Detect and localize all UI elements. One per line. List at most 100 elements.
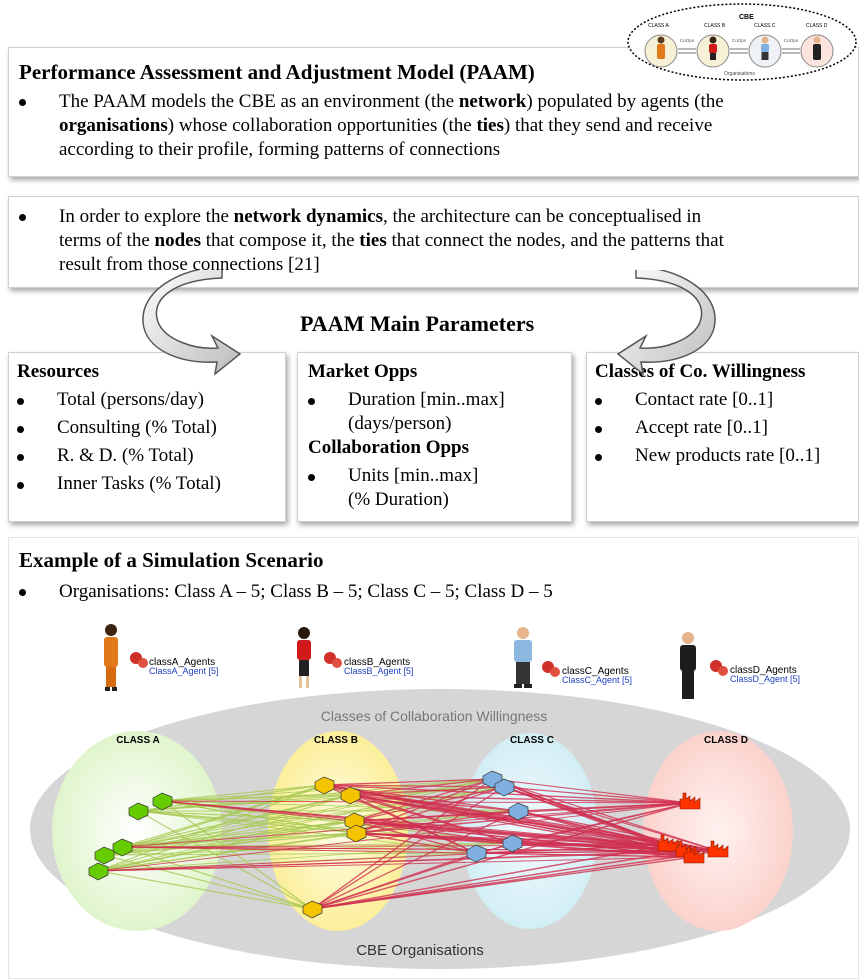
tie-line (475, 852, 695, 858)
svg-text:classD_Agents: classD_Agents (730, 665, 797, 676)
tie-line (475, 844, 669, 854)
network-text: , the architecture can be conceptualised… (383, 206, 702, 227)
svg-text:classC_Agents: classC_Agents (562, 666, 629, 677)
tie-line (491, 778, 691, 804)
tie-line (311, 778, 493, 910)
tie-line (137, 810, 313, 910)
class-b-node (344, 812, 365, 831)
class-c-node (508, 802, 529, 821)
svg-text:ClassA_Agent [5]: ClassA_Agent [5] (149, 666, 219, 676)
network-box: In order to explore the network dynamics… (8, 196, 859, 288)
classes-box: Classes of Co. Willingness Contact rate … (586, 352, 859, 522)
tie-line (517, 802, 691, 812)
network-text: that connect the nodes, and the patterns… (386, 230, 724, 251)
collab-heading: Collaboration Opps (308, 437, 470, 458)
agent-label-d: classD_Agents ClassD_Agent [5] (710, 660, 800, 684)
inset-organisations: Organisations (724, 71, 755, 77)
svg-text:classB_Agents: classB_Agents (344, 657, 410, 668)
nodes-layer (88, 770, 729, 919)
network-text: terms of the (59, 230, 155, 251)
inset-person-a (644, 34, 678, 68)
inset-person-c (748, 34, 782, 68)
agent-figure-d (680, 632, 696, 699)
resources-heading: Resources (17, 361, 99, 382)
tie-line (103, 854, 313, 910)
classes-heading: Classes of Co. Willingness (595, 361, 806, 382)
tie-line (97, 778, 493, 872)
tie-line (161, 784, 325, 802)
tie-line (121, 846, 313, 910)
class-c-node (466, 844, 487, 863)
agent-figure-b (297, 627, 311, 688)
ties-layer (97, 778, 719, 910)
tie-line (503, 786, 719, 852)
class-a-node (94, 846, 115, 865)
class-a-node (128, 802, 149, 821)
svg-text:ClassD_Agent [5]: ClassD_Agent [5] (730, 674, 800, 684)
market-heading: Market Opps (308, 361, 418, 382)
tie-line (121, 820, 355, 848)
agent-label-a: classA_Agents ClassA_Agent [5] (130, 652, 219, 676)
tie-line (311, 850, 719, 910)
scenario-title: Example of a Simulation Scenario (19, 548, 324, 572)
inset-person-d (800, 34, 834, 68)
tie-line (97, 794, 351, 872)
tie-line (349, 794, 691, 804)
network-bold-ties: ties (359, 230, 387, 251)
tie-line (511, 842, 669, 846)
cbe-inset-diagram: CBE CLASS A CLASS B CLASS C CLASS D CoOp… (627, 3, 857, 81)
bullet-dot (19, 214, 26, 221)
tie-line (97, 802, 691, 872)
class-label-c: CLASS C (510, 735, 554, 746)
tie-line (97, 784, 325, 872)
tie-line (353, 778, 493, 822)
collab-item-cont: (% Duration) (348, 489, 449, 510)
agent-label-b: classB_Agents ClassB_Agent [5] (324, 652, 414, 676)
inset-title: CBE (739, 14, 754, 21)
paam-bold-network: network (458, 91, 527, 112)
tie-line (349, 794, 719, 852)
factory-node-icon (683, 846, 705, 864)
tie-line (121, 832, 357, 848)
tie-line (103, 778, 493, 856)
class-a-node (88, 862, 109, 881)
tie-line (517, 810, 719, 852)
paam-text: ) populated by agents (the (526, 91, 724, 112)
class-a-node (152, 792, 173, 811)
inset-class-c: CLASS C (754, 23, 776, 29)
tie-line (323, 778, 493, 786)
inset-coops: CoOps (680, 38, 695, 43)
class-d-zone (643, 731, 793, 931)
tie-line (355, 802, 691, 834)
inset-class-d: CLASS D (806, 23, 828, 29)
factory-node-icon (679, 792, 701, 810)
paam-text: ) whose collaboration opportunities (the (167, 115, 477, 136)
network-text: In order to explore the (59, 206, 234, 227)
tie-line (349, 794, 477, 854)
factory-node-icon (707, 840, 729, 858)
tie-line (491, 778, 719, 852)
willingness-label: Classes of Collaboration Willingness (321, 708, 547, 724)
paam-text: The PAAM models the CBE as an environmen… (59, 91, 459, 112)
agent-label-c: classC_Agents ClassC_Agent [5] (542, 661, 632, 685)
class-c-node (494, 778, 515, 797)
simulation-diagram: Classes of Collaboration Willingness CLA… (30, 624, 850, 969)
paam-bold-ties: ties (476, 115, 504, 136)
class-a-zone (52, 731, 222, 931)
tie-line (349, 778, 493, 796)
class-b-node (314, 776, 335, 795)
tie-line (311, 786, 505, 910)
tie-line (121, 846, 719, 852)
cbe-organisations-label: CBE Organisations (356, 942, 484, 959)
network-text: result from those connections [21] (59, 254, 320, 275)
agent-figure-a (104, 624, 118, 691)
class-b-node (302, 900, 323, 919)
tie-line (311, 852, 477, 910)
tie-line (311, 810, 519, 910)
class-b-node (340, 786, 361, 805)
tie-line (311, 802, 691, 910)
svg-text:ClassC_Agent [5]: ClassC_Agent [5] (562, 675, 632, 685)
inset-coops: CoOps (732, 38, 747, 43)
class-label-b: CLASS B (314, 735, 358, 746)
svg-text:ClassB_Agent [5]: ClassB_Agent [5] (344, 666, 414, 676)
